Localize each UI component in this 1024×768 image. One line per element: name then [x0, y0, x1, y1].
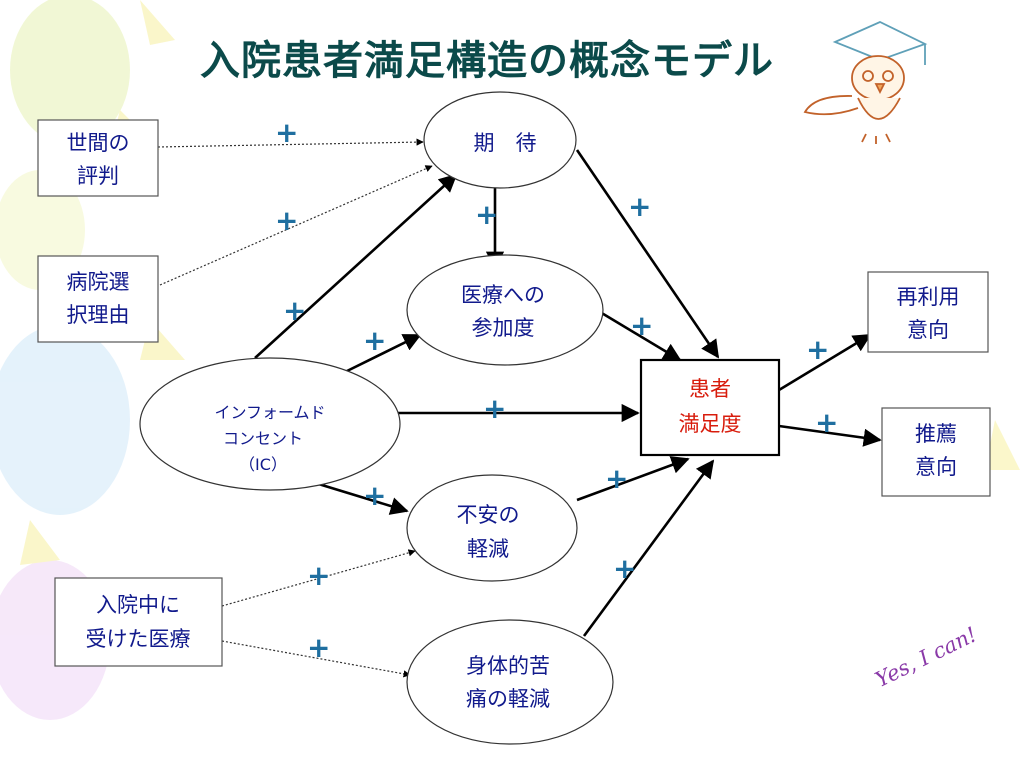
plus-reputation: + [275, 116, 298, 149]
node-reputation-line-2: 評判 [77, 164, 119, 188]
node-reuse-line-1: 再利用 [897, 285, 960, 309]
arrow-anxiety-to-satisfaction [576, 456, 690, 502]
plus-pain-to-satisfaction: + [613, 552, 636, 585]
arrow-reputation-to-expectation [157, 138, 424, 148]
node-care-received-line-1: 入院中に [96, 593, 180, 617]
arrow-ic-to-anxiety [311, 480, 409, 515]
plus-ic-to-expectation: + [283, 294, 306, 327]
arrow-ic-to-expectation [254, 173, 458, 359]
node-satisfaction-line-1: 患者 [689, 377, 731, 401]
node-pain-line-2: 痛の軽減 [466, 687, 550, 711]
arrow-expectation-to-satisfaction [575, 149, 720, 359]
node-expectation-label: 期 待 [474, 131, 537, 155]
node-reuse-intent: 再利用 意向 [867, 271, 989, 353]
node-pain-reduction: 身体的苦 痛の軽減 [406, 619, 614, 745]
dotted-arrows [157, 138, 433, 678]
plus-expectation-to-participation: + [475, 198, 498, 231]
plus-care-to-pain: + [307, 631, 330, 664]
plus-signs: + + + + + + + + + + + + + + + [275, 116, 838, 664]
node-anxiety-reduction: 不安の 軽減 [406, 474, 578, 582]
node-ic-line-2: コンセント [223, 429, 303, 448]
plus-ic-to-participation: + [363, 324, 386, 357]
plus-expectation-to-satisfaction: + [628, 190, 651, 223]
node-anxiety-line-2: 軽減 [467, 537, 509, 561]
arrow-satisfaction-to-recommend [778, 424, 882, 447]
node-reputation: 世間の 評判 [37, 119, 159, 197]
node-care-received: 入院中に 受けた医療 [54, 577, 223, 667]
solid-arrows [254, 149, 882, 637]
node-participation-line-1: 医療への [461, 283, 545, 307]
plus-participation-to-satisfaction: + [630, 309, 653, 342]
node-hospital-choice-line-2: 択理由 [67, 303, 130, 327]
node-ic-line-1: インフォームド [214, 403, 325, 422]
plus-satisfaction-to-reuse: + [806, 333, 829, 366]
node-pain-line-1: 身体的苦 [466, 654, 550, 678]
node-informed-consent: インフォームド コンセント （IC） [139, 357, 401, 491]
plus-hospital-choice: + [275, 204, 298, 237]
node-recommend-line-2: 意向 [915, 455, 957, 479]
plus-anxiety-to-satisfaction: + [605, 462, 628, 495]
node-participation-line-2: 参加度 [472, 316, 535, 340]
plus-care-to-anxiety: + [307, 559, 330, 592]
node-hospital-choice: 病院選 択理由 [37, 255, 159, 343]
node-recommend-line-1: 推薦 [915, 422, 957, 446]
owl-with-graduation-cap-icon [803, 21, 928, 144]
arrow-satisfaction-to-reuse [778, 333, 872, 392]
plus-satisfaction-to-recommend: + [815, 406, 838, 439]
node-reuse-line-2: 意向 [907, 318, 949, 342]
arrow-participation-to-satisfaction [599, 310, 682, 362]
plus-ic-to-satisfaction: + [483, 392, 506, 425]
node-satisfaction-line-2: 満足度 [679, 412, 742, 436]
node-expectation: 期 待 [423, 91, 577, 189]
node-participation: 医療への 参加度 [406, 254, 604, 366]
node-anxiety-line-1: 不安の [457, 503, 520, 527]
node-reputation-line-1: 世間の [67, 131, 130, 155]
node-satisfaction: 患者 満足度 [639, 358, 781, 457]
arrow-ic-to-participation [344, 333, 422, 374]
arrow-pain-to-satisfaction [582, 459, 715, 637]
node-hospital-choice-line-1: 病院選 [67, 270, 130, 294]
arrow-choice-to-expectation [159, 165, 433, 286]
arrow-care-to-anxiety [221, 549, 416, 607]
node-recommend-intent: 推薦 意向 [881, 407, 991, 497]
plus-ic-to-anxiety: + [363, 479, 386, 512]
node-ic-line-3: （IC） [239, 455, 287, 474]
node-care-received-line-2: 受けた医療 [86, 627, 191, 651]
page-title: 入院患者満足構造の概念モデル [200, 38, 774, 84]
